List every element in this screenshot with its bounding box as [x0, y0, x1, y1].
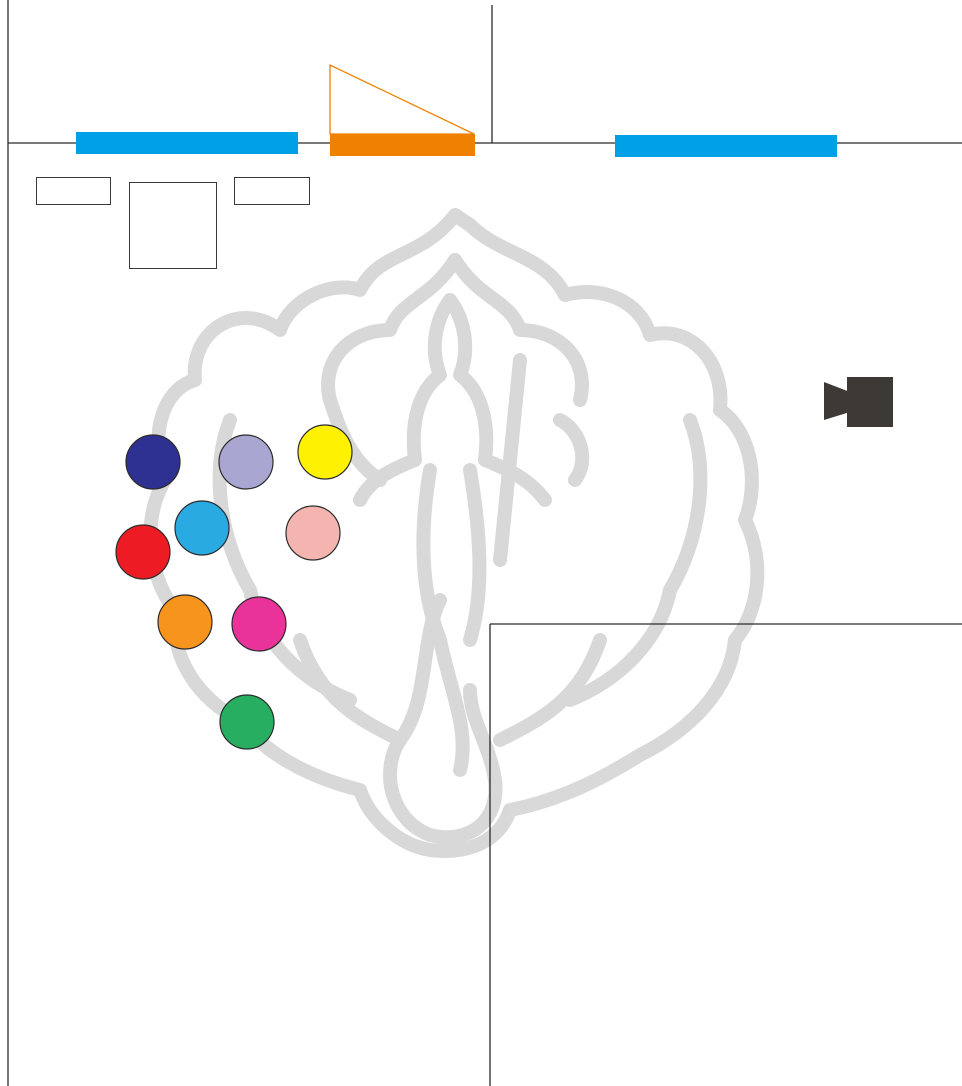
sky-blue-circle[interactable]	[175, 501, 229, 555]
pink-circle[interactable]	[286, 506, 340, 560]
magenta-circle[interactable]	[232, 597, 286, 651]
green-circle[interactable]	[220, 695, 274, 749]
lavender-circle[interactable]	[219, 435, 273, 489]
navy-circle[interactable]	[126, 435, 180, 489]
orange-circle[interactable]	[158, 595, 212, 649]
red-circle[interactable]	[116, 525, 170, 579]
yellow-circle[interactable]	[298, 425, 352, 479]
